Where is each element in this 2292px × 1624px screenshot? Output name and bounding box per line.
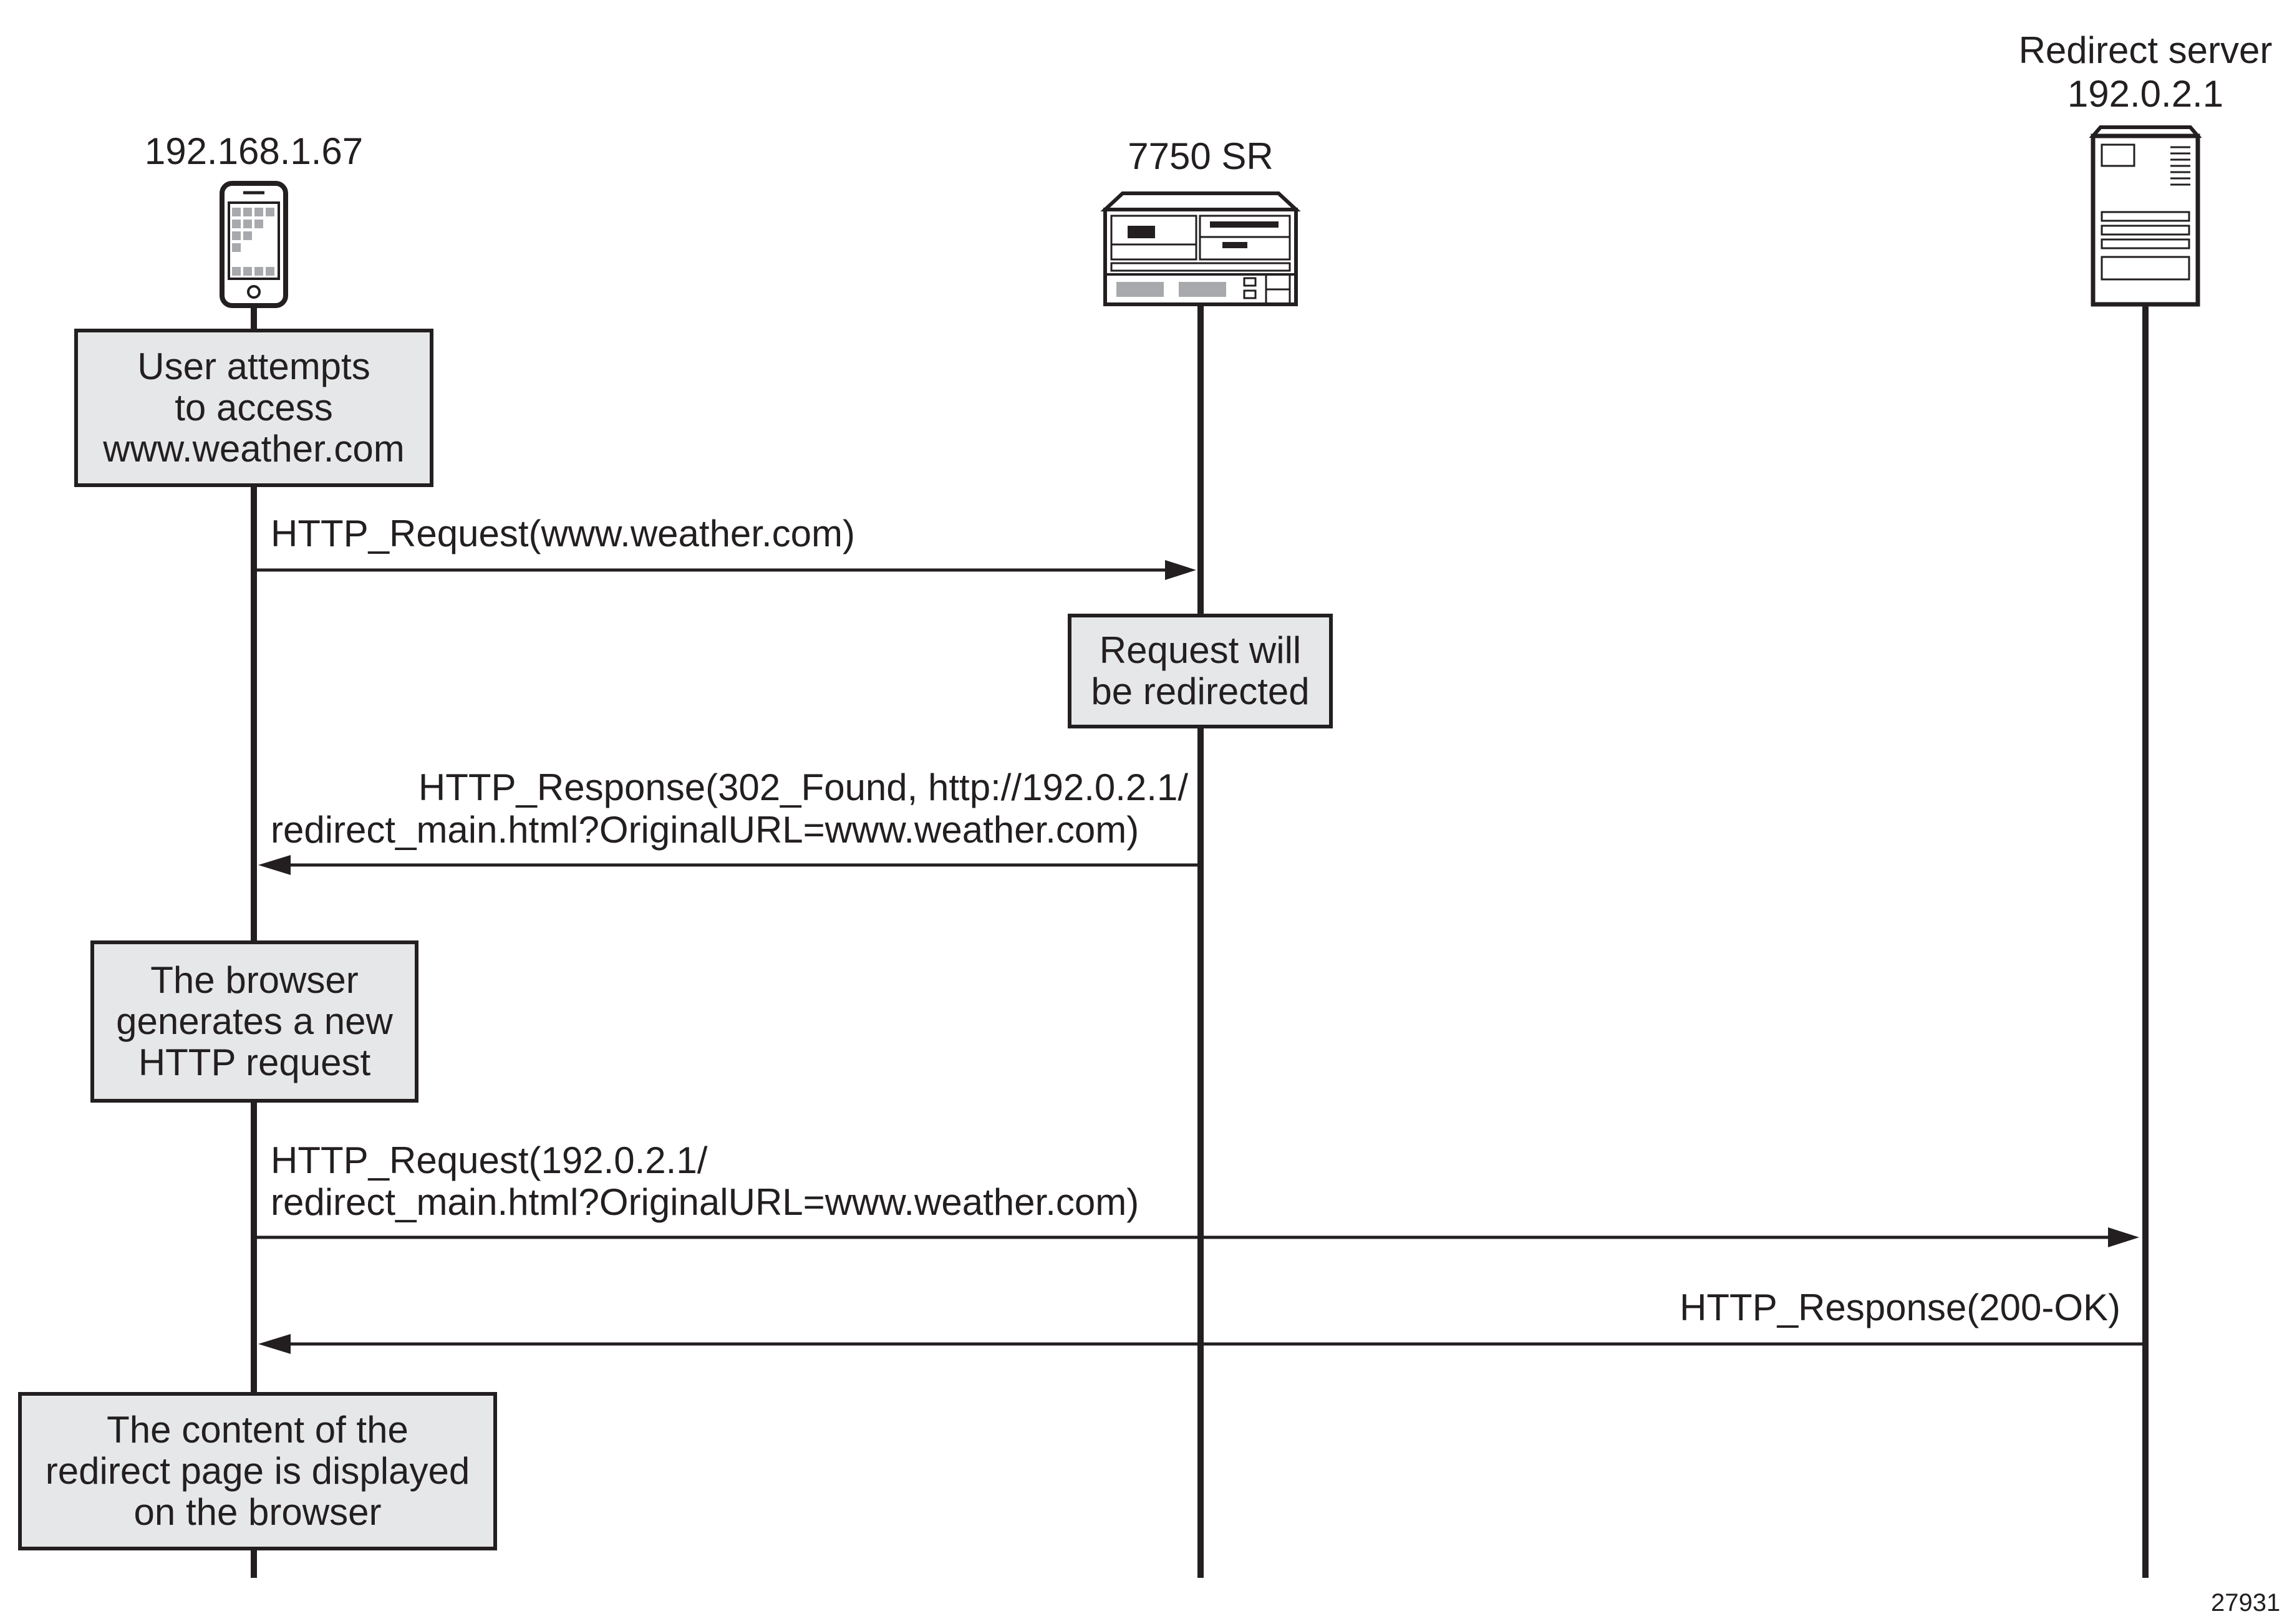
note-line: be redirected xyxy=(1091,670,1310,712)
server-label-name: Redirect server xyxy=(2018,29,2273,71)
note-line: Request will xyxy=(1099,629,1302,671)
server-label-address: 192.0.2.1 xyxy=(2067,73,2224,115)
router-label: 7750 SR xyxy=(1128,135,1274,177)
note-content-displayed: The content of the redirect page is disp… xyxy=(18,1392,497,1550)
note-line: The browser xyxy=(150,959,359,1001)
message-label-m2-line1: HTTP_Response(302_Found, http://192.0.2.… xyxy=(418,766,1188,808)
note-line: to access xyxy=(175,387,333,428)
message-label-m3-line1: HTTP_Request(192.0.2.1/ xyxy=(271,1139,708,1181)
note-line: on the browser xyxy=(133,1491,382,1533)
server-icon xyxy=(2089,125,2202,307)
message-label-m4: HTTP_Response(200-OK) xyxy=(1680,1287,2120,1328)
message-arrow-m2 xyxy=(258,855,1201,875)
note-request-redirected: Request will be redirected xyxy=(1068,614,1333,728)
note-line: www.weather.com xyxy=(103,428,405,470)
note-line: HTTP request xyxy=(138,1042,371,1083)
note-line: User attempts xyxy=(137,346,370,387)
note-line: generates a new xyxy=(116,1000,393,1042)
message-arrow-m1 xyxy=(254,560,1196,580)
smartphone-icon xyxy=(220,181,288,308)
router-chassis-icon xyxy=(1100,191,1301,306)
message-arrow-m3 xyxy=(254,1227,2139,1247)
note-line: redirect page is displayed xyxy=(45,1450,470,1492)
message-label-m2-line2: redirect_main.html?OriginalURL=www.weath… xyxy=(271,809,1139,851)
figure-number: 27931 xyxy=(2211,1589,2281,1617)
note-browser-generates: The browser generates a new HTTP request xyxy=(90,940,418,1103)
note-line: The content of the xyxy=(107,1409,409,1451)
message-label-m3-line2: redirect_main.html?OriginalURL=www.weath… xyxy=(271,1181,1139,1223)
client-label: 192.168.1.67 xyxy=(144,130,364,172)
message-arrow-m4 xyxy=(258,1334,2145,1354)
note-user-attempts: User attempts to access www.weather.com xyxy=(74,329,433,487)
message-label-m1: HTTP_Request(www.weather.com) xyxy=(271,513,855,554)
